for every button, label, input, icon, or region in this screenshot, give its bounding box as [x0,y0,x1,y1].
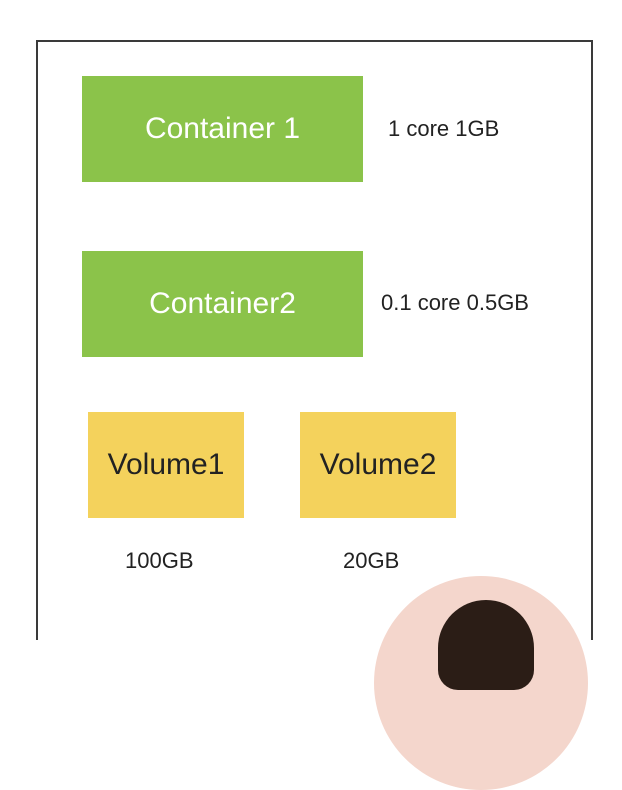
volume-1-size: 100GB [125,548,194,573]
pod-frame [36,40,593,640]
container-1-resources: 1 core 1GB [388,116,500,141]
container-2-box: Container2 [82,251,363,357]
volume-2-box: Volume2 [300,412,456,518]
presenter-webcam-overlay [374,576,588,790]
volume-1-box: Volume1 [88,412,244,518]
container-1-box: Container 1 [82,76,363,182]
presenter-head-icon [438,600,534,690]
container-2-resources: 0.1 core 0.5GB [381,290,529,315]
volume-2-size: 20GB [343,548,400,573]
